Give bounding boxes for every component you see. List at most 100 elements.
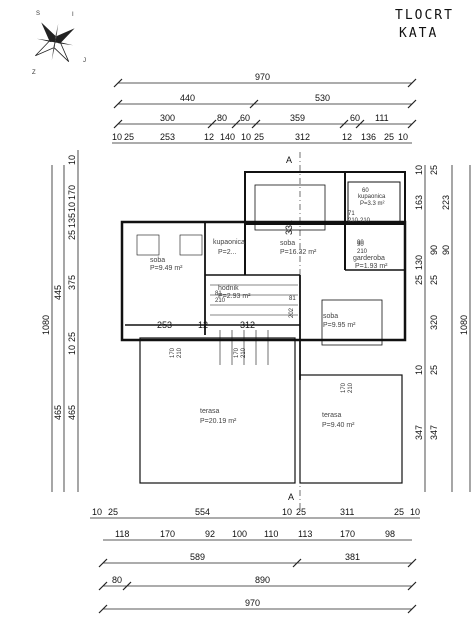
dim-top-r4-9: 136	[361, 132, 376, 142]
dim-top-r3-1: 80	[217, 113, 227, 123]
dim-bot-total: 970	[245, 598, 260, 608]
dim-top-r3-2: 60	[240, 113, 250, 123]
room-name-kupaonica-1: kupaonica	[213, 239, 245, 246]
dim-top-r4-3: 12	[204, 132, 214, 142]
room-area-hodnik: P=2.93 m²	[218, 293, 251, 300]
compass-letter-s: S	[36, 11, 40, 17]
dim-bot-r4-0: 80	[112, 575, 122, 585]
dim-bot-r2-4: 110	[264, 529, 278, 539]
compass-rose-icon	[35, 22, 75, 62]
dim-top-r3-5: 111	[375, 113, 389, 123]
dim-bot-r4-1: 890	[255, 575, 270, 585]
inner-dim-20: 90	[357, 240, 364, 246]
dim-bot-r1-1: 25	[108, 507, 118, 517]
dim-bot-r1-6: 25	[394, 507, 404, 517]
dim-right-m-2: 90	[441, 245, 451, 255]
inner-dim-12: 170	[234, 347, 240, 358]
section-marker-bottom: A	[288, 492, 294, 502]
dim-left-in-4: 25	[67, 230, 77, 240]
dim-top-r4-10: 25	[384, 132, 394, 142]
inner-dim-11: 210	[177, 347, 183, 358]
room-name-garderoba: garderoba	[353, 255, 385, 262]
dim-bot-r1-2: 554	[195, 507, 210, 517]
dim-top-r4-4: 140	[220, 132, 235, 142]
inner-dim-0: 331	[284, 220, 294, 235]
dim-top-r4-0: 10	[112, 132, 122, 142]
dim-bot-r2-5: 113	[298, 529, 312, 539]
dim-top-r3-4: 60	[350, 113, 360, 123]
dim-left-outer: 1080	[41, 315, 51, 335]
dim-right-in-4: 347	[414, 425, 424, 440]
dim-right-m-1: 163	[414, 195, 424, 210]
room-name-soba-1: soba	[150, 257, 165, 264]
inner-dim-3: 312	[240, 320, 255, 330]
dim-top-total: 970	[255, 72, 270, 82]
dim-top-r3-0: 300	[160, 113, 175, 123]
room-area-soba-2: P=16.32 m²	[280, 249, 317, 256]
dim-top-440: 440	[180, 93, 195, 103]
dim-left-in-3: 135	[67, 213, 77, 228]
inner-dim-16: 60	[362, 188, 369, 194]
room-area-soba-3: P=9.95 m²	[323, 322, 356, 329]
inner-dim-6: 90	[357, 242, 364, 248]
dim-bot-r2-6: 170	[340, 529, 355, 539]
dim-right-in-2: 90	[429, 245, 439, 255]
dim-right-m-3: 130	[414, 255, 424, 270]
dim-bot-r3-1: 381	[345, 552, 360, 562]
section-marker-top: A	[286, 155, 292, 165]
dim-right-m-5: 320	[429, 315, 439, 330]
dim-top-r3-3: 359	[290, 113, 305, 123]
dim-right-in-1: 25	[429, 165, 439, 175]
dim-top-r4-7: 312	[295, 132, 310, 142]
inner-dim-9: 81	[289, 296, 296, 302]
dim-bot-r1-7: 10	[410, 507, 420, 517]
inner-dim-10: 170	[170, 347, 176, 358]
dim-top-r4-6: 25	[254, 132, 264, 142]
dimension-lines	[51, 78, 471, 614]
dim-bot-r1-5: 311	[340, 507, 354, 517]
room-name-terasa-2: terasa	[322, 412, 342, 419]
dim-right-m-8: 347	[429, 425, 439, 440]
room-name-kupaonica-2: kupaonica	[358, 194, 386, 200]
dim-right-m-0: 223	[441, 195, 451, 210]
dim-bot-r2-1: 170	[160, 529, 175, 539]
dim-bot-r2-3: 100	[232, 529, 247, 539]
room-area-terasa-1: P=20.19 m²	[200, 418, 237, 425]
room-name-soba-2: soba	[280, 240, 295, 247]
dim-left-445: 445	[53, 285, 63, 300]
plan-subtitle: KATA	[399, 26, 439, 41]
dim-left-in-0: 10	[67, 155, 77, 165]
dim-bot-r2-0: 118	[115, 529, 129, 539]
dim-right-outer: 1080	[459, 315, 469, 335]
compass-letter-i: I	[72, 12, 74, 18]
dim-right-m-4: 25	[414, 275, 424, 285]
dim-top-r4-8: 12	[342, 132, 352, 142]
dim-bot-r1-4: 25	[296, 507, 306, 517]
plan-title: TLOCRT	[395, 8, 454, 23]
dim-left-in-1: 170	[67, 185, 77, 200]
room-area-kupaonica-2: P=3.3 m²	[360, 201, 385, 207]
dim-left-465: 465	[53, 405, 63, 420]
walls	[120, 152, 407, 510]
inner-dim-4: 81	[215, 291, 222, 297]
inner-dim-19: 210	[348, 218, 359, 224]
dim-right-m-6: 25	[429, 365, 439, 375]
dim-top-r4-1: 25	[124, 132, 134, 142]
dim-left-in-5: 375	[67, 275, 77, 290]
inner-dim-17: 210	[360, 218, 371, 224]
dim-right-m-7: 10	[414, 365, 424, 375]
room-area-kupaonica-1: P=2...	[218, 249, 237, 256]
dim-left-in-6: 25	[67, 332, 77, 342]
dim-left-in-7: 10	[67, 345, 77, 355]
dim-top-r4-5: 10	[241, 132, 251, 142]
inner-dim-5: 210	[215, 298, 226, 304]
room-area-terasa-2: P=9.40 m²	[322, 422, 355, 429]
dim-left-in-8: 465	[67, 405, 77, 420]
dim-bot-r2-7: 98	[385, 529, 395, 539]
dim-top-r4-2: 253	[160, 132, 175, 142]
dim-bot-r1-3: 10	[282, 507, 292, 517]
inner-dim-1: 253	[157, 320, 172, 330]
dim-top-530: 530	[315, 93, 330, 103]
